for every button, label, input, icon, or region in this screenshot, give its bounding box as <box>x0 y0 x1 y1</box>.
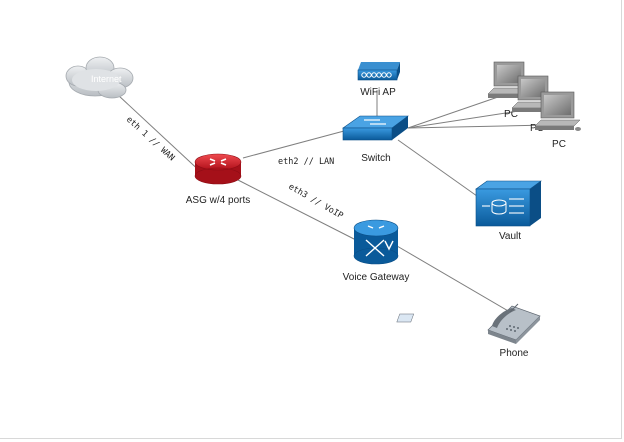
voice-gateway-label: Voice Gateway <box>343 272 410 283</box>
vault-label: Vault <box>499 231 521 242</box>
cloud-icon <box>65 56 134 99</box>
pc1-label: PC <box>504 109 518 120</box>
switch-icon <box>342 115 409 141</box>
internet-label: Internet <box>91 74 122 84</box>
wifi-label: WiFi AP <box>360 87 396 98</box>
voice-gateway-icon <box>353 219 399 265</box>
pc3-label: PC <box>552 139 566 150</box>
voice-gateway-node[interactable]: Voice Gateway <box>343 219 410 283</box>
wireless-ap-icon <box>357 62 400 81</box>
phone-label: Phone <box>500 348 529 359</box>
link-label-voip: eth3 // VoIP <box>287 182 345 221</box>
asg-label: ASG w/4 ports <box>186 195 250 206</box>
link-label-lan: eth2 // LAN <box>278 157 334 167</box>
switch-node[interactable]: Switch <box>342 115 409 164</box>
link-wan <box>117 94 205 176</box>
connections <box>117 90 549 313</box>
storage-server-icon <box>475 180 542 227</box>
link-label-wan: eth 1 // WAN <box>124 115 176 164</box>
link-switch-pc1 <box>407 96 499 129</box>
ip-phone-icon <box>396 303 541 344</box>
vault-node[interactable]: Vault <box>475 180 542 242</box>
pc-node-1[interactable]: PC <box>487 61 529 120</box>
link-switch-pc2 <box>407 109 526 129</box>
pc-icon <box>534 91 581 131</box>
internet-node[interactable]: Internet <box>65 56 134 99</box>
pc-icon <box>511 75 553 112</box>
asg-router-node[interactable]: ASG w/4 ports <box>186 153 250 206</box>
link-switch-vault <box>397 139 485 202</box>
pc-icon <box>487 61 529 98</box>
wifi-ap-node[interactable]: WiFi AP <box>357 62 400 98</box>
link-lan <box>242 130 345 159</box>
router-icon <box>194 153 242 185</box>
phone-node[interactable]: Phone <box>396 303 541 359</box>
link-voip <box>237 179 357 241</box>
link-switch-pc3 <box>407 124 549 129</box>
pc-node-3[interactable]: PC <box>534 91 581 150</box>
link-voice-phone <box>396 245 511 313</box>
switch-label: Switch <box>361 153 390 164</box>
